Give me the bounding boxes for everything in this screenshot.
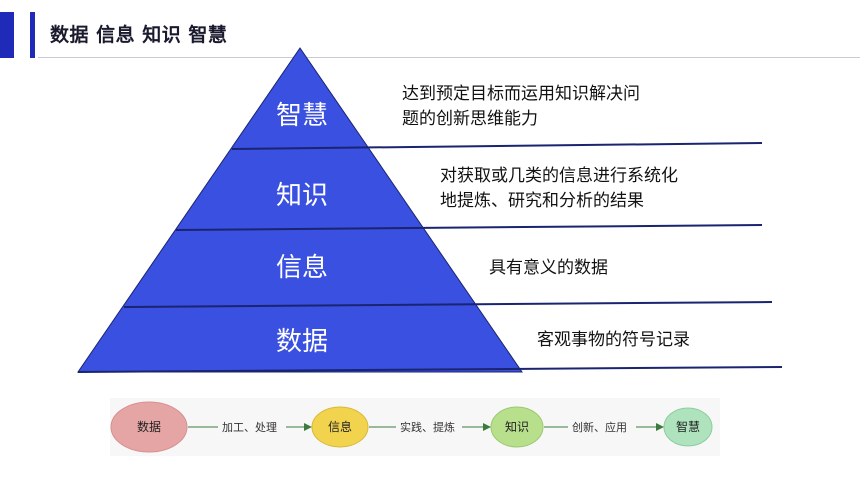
level-label-data: 数据 bbox=[276, 327, 328, 357]
level-description-knowledge: 对获取或几类的信息进行系统化 地提炼、研究和分析的结果 bbox=[440, 166, 678, 211]
flow-arrowhead-1 bbox=[304, 423, 312, 431]
level-description-information: 具有意义的数据 bbox=[489, 258, 608, 278]
pyramid-base-line bbox=[77, 366, 783, 373]
flow-diagram: 数据 信息 知识 智慧 加工、处理 实践、提炼 创新、应用 bbox=[110, 398, 720, 456]
flow-node-data-label: 数据 bbox=[137, 419, 161, 434]
flow-edge-label-bg-3 bbox=[568, 418, 636, 436]
flow-node-information-label: 信息 bbox=[328, 419, 352, 434]
flow-edge-label-3: 创新、应用 bbox=[572, 420, 627, 434]
level-label-knowledge: 知识 bbox=[276, 181, 328, 211]
flow-arrowhead-3 bbox=[656, 423, 664, 431]
header-accent-bar-thin bbox=[30, 12, 35, 58]
flow-arrowhead-2 bbox=[483, 423, 491, 431]
pyramid-divider-1 bbox=[231, 142, 763, 150]
pyramid-shape bbox=[77, 47, 523, 373]
flow-edge-label-2: 实践、提炼 bbox=[400, 420, 455, 434]
level-description-wisdom: 达到预定目标而运用知识解决问 题的创新思维能力 bbox=[402, 84, 640, 129]
flow-node-knowledge-label: 知识 bbox=[505, 420, 529, 434]
header-accent-bar bbox=[0, 12, 14, 58]
flow-edge-label-bg-2 bbox=[396, 418, 462, 436]
level-label-information: 信息 bbox=[276, 253, 328, 283]
level-description-data: 客观事物的符号记录 bbox=[537, 330, 690, 350]
page-title: 数据 信息 知识 智慧 bbox=[50, 24, 228, 46]
flow-edge-label-1: 加工、处理 bbox=[222, 421, 277, 434]
flow-node-data bbox=[110, 401, 188, 453]
flow-edge-label-bg-1 bbox=[218, 418, 286, 436]
pyramid-divider-3 bbox=[123, 301, 773, 308]
level-label-wisdom: 智慧 bbox=[276, 101, 328, 131]
header-divider bbox=[38, 57, 860, 58]
pyramid-divider-2 bbox=[175, 224, 763, 231]
flow-node-wisdom-label: 智慧 bbox=[676, 419, 700, 434]
